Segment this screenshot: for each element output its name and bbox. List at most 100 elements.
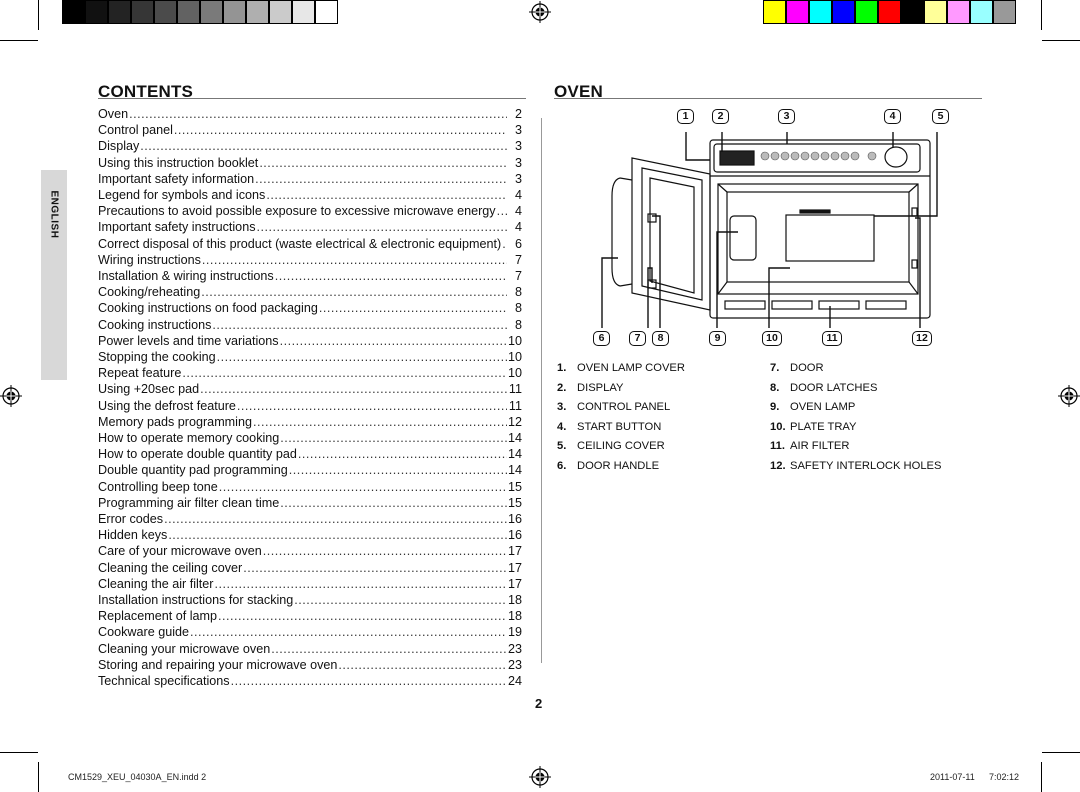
toc-entry-page: 4	[514, 204, 522, 219]
oven-rule	[554, 98, 982, 99]
toc-entry[interactable]: Precautions to avoid possible exposure t…	[98, 203, 522, 219]
toc-entry[interactable]: Using the defrost feature11	[98, 398, 522, 414]
toc-entry[interactable]: Programming air filter clean time15	[98, 495, 522, 511]
toc-entry-title: Hidden keys	[98, 528, 168, 543]
toc-entry[interactable]: Wiring instructions7	[98, 252, 522, 268]
legend-label: DISPLAY	[577, 381, 624, 394]
gray-swatch	[223, 0, 246, 24]
toc-entry[interactable]: Error codes16	[98, 511, 522, 527]
column-divider	[541, 118, 542, 663]
toc-entry[interactable]: Cookware guide19	[98, 624, 522, 640]
toc-leader-dots	[338, 658, 507, 673]
toc-entry-page: 3	[514, 123, 522, 138]
toc-entry[interactable]: How to operate memory cooking 14	[98, 430, 522, 446]
toc-entry[interactable]: Installation instructions for stacking18	[98, 592, 522, 608]
toc-entry[interactable]: Correct disposal of this product (waste …	[98, 236, 522, 252]
registration-mark-icon	[529, 1, 551, 23]
toc-entry-title: Installation & wiring instructions	[98, 269, 274, 283]
toc-entry[interactable]: Oven2	[98, 106, 522, 122]
toc-entry[interactable]: Important safety instructions 4	[98, 219, 522, 235]
callout-11: 11	[822, 331, 842, 346]
toc-entry[interactable]: Cleaning the ceiling cover17	[98, 560, 522, 576]
toc-entry[interactable]: Controlling beep tone15	[98, 479, 522, 495]
toc-entry[interactable]: Cooking instructions8	[98, 317, 522, 333]
legend-number: 11.	[770, 440, 785, 453]
toc-entry[interactable]: Cooking/reheating8	[98, 284, 522, 300]
toc-entry[interactable]: Cooking instructions on food packaging8	[98, 300, 522, 316]
toc-entry[interactable]: Stopping the cooking10	[98, 349, 522, 365]
toc-entry[interactable]: Cleaning your microwave oven23	[98, 641, 522, 657]
toc-entry[interactable]: Power levels and time variations10	[98, 333, 522, 349]
gray-swatch	[200, 0, 223, 24]
callout-10: 10	[762, 331, 782, 346]
crop-mark	[1042, 40, 1080, 41]
toc-leader-dots	[212, 318, 507, 333]
legend-item: 4.START BUTTON	[557, 421, 661, 433]
color-swatch	[947, 0, 970, 24]
callout-2: 2	[712, 109, 729, 124]
page-number: 2	[535, 696, 543, 711]
toc-leader-dots	[200, 382, 507, 397]
toc-entry-title: Important safety instructions	[98, 220, 256, 235]
toc-leader-dots	[182, 366, 507, 381]
toc-entry-title: How to operate memory cooking	[98, 431, 280, 445]
toc-entry-title: Repeat feature	[98, 366, 182, 381]
callout-4: 4	[884, 109, 901, 124]
contents-rule	[98, 98, 526, 99]
toc-entry-title: Display	[98, 139, 140, 154]
callout-5: 5	[932, 109, 949, 124]
toc-entry-title: Using this instruction booklet	[98, 155, 259, 170]
toc-leader-dots	[280, 496, 507, 511]
toc-entry[interactable]: Control panel3	[98, 122, 522, 138]
toc-entry[interactable]: How to operate double quantity pad14	[98, 446, 522, 462]
gray-swatch	[108, 0, 131, 24]
toc-leader-dots	[502, 237, 507, 252]
toc-entry[interactable]: Installation & wiring instructions7	[98, 268, 522, 284]
toc-entry[interactable]: Using this instruction booklet3	[98, 155, 522, 171]
toc-leader-dots	[215, 577, 507, 592]
color-swatch	[924, 0, 947, 24]
legend-label: OVEN LAMP	[790, 401, 856, 414]
toc-entry-title: How to operate double quantity pad	[98, 447, 297, 462]
toc-entry[interactable]: Display3	[98, 138, 522, 154]
toc-entry[interactable]: Technical specifications24	[98, 673, 522, 689]
crop-mark	[38, 0, 39, 30]
toc-leader-dots	[280, 431, 507, 446]
toc-entry[interactable]: Repeat feature10	[98, 365, 522, 381]
toc-leader-dots	[231, 674, 507, 689]
toc-entry-page: 4	[514, 220, 522, 235]
toc-entry-title: Cleaning your microwave oven	[98, 641, 271, 656]
toc-leader-dots	[289, 463, 507, 478]
gray-swatch	[62, 0, 85, 24]
toc-entry-title: Care of your microwave oven	[98, 544, 262, 559]
toc-entry-page: 4	[514, 188, 522, 202]
toc-entry-title: Cooking instructions	[98, 317, 212, 332]
callout-1: 1	[677, 109, 694, 124]
callout-12: 12	[912, 331, 932, 346]
toc-entry-page: 24	[507, 674, 522, 688]
toc-entry[interactable]: Using +20sec pad11	[98, 381, 522, 397]
legend-item: 3.CONTROL PANEL	[557, 401, 670, 413]
toc-entry-page: 6	[514, 236, 522, 251]
legend-label: DOOR	[790, 362, 824, 374]
callout-9: 9	[709, 331, 726, 346]
toc-entry[interactable]: Replacement of lamp18	[98, 608, 522, 624]
color-swatch	[809, 0, 832, 24]
legend-label: SAFETY INTERLOCK HOLES	[790, 460, 942, 472]
toc-entry-page: 14	[507, 431, 522, 445]
legend-item: 6.DOOR HANDLE	[557, 460, 659, 472]
callout-8: 8	[652, 331, 669, 346]
toc-leader-dots	[259, 156, 507, 171]
toc-entry[interactable]: Care of your microwave oven17	[98, 543, 522, 559]
toc-entry-title: Power levels and time variations	[98, 333, 279, 348]
toc-entry[interactable]: Double quantity pad programming14	[98, 462, 522, 478]
toc-entry[interactable]: Important safety information3	[98, 171, 522, 187]
toc-entry[interactable]: Memory pads programming12	[98, 414, 522, 430]
toc-entry[interactable]: Legend for symbols and icons4	[98, 187, 522, 203]
language-tab	[41, 170, 67, 380]
toc-entry[interactable]: Cleaning the air filter17	[98, 576, 522, 592]
toc-entry[interactable]: Hidden keys16	[98, 527, 522, 543]
toc-entry[interactable]: Storing and repairing your microwave ove…	[98, 657, 522, 673]
color-swatch	[763, 0, 786, 24]
legend-number: 6.	[557, 460, 567, 472]
